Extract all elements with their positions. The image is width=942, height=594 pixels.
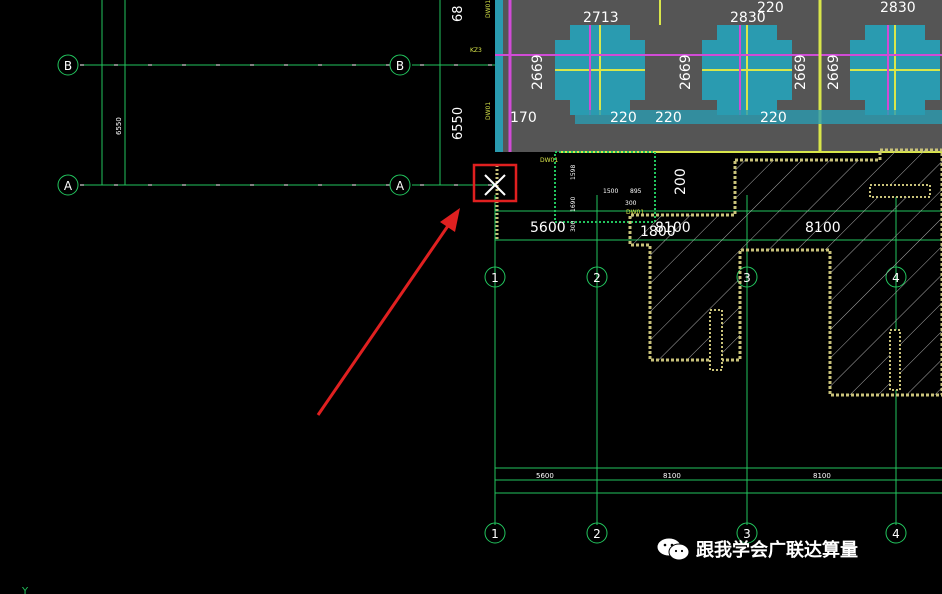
axis-circle-1-top [484,266,506,288]
watermark-text: 跟我学会广联达算量 [696,540,858,561]
pit-dim-h: 300 [570,220,577,232]
axis-circle-2-top [586,266,608,288]
pit-dims: 1500 895 300 1598 1690 300 [570,165,642,232]
axis-circle-1-bottom [484,522,506,544]
col1-right: 2669 [678,54,694,90]
bottom-dim-3-4: 8100 [813,472,831,480]
axis-label-a-right: A [396,179,405,193]
pit-dim-f: 300 [625,200,637,207]
dw-label-1: DW01 [540,157,558,164]
column-dims: 2713 2830 2830 220 220 220 170 220 2669 … [510,0,916,126]
axis-label-a-left: A [64,179,73,193]
dim-top-cut: 68 [451,5,466,22]
axis-circle-a-right [389,174,411,196]
watermark: 跟我学会广联达算量 [656,536,858,562]
beams [495,0,942,240]
dw-label-2: DW01 [626,209,644,216]
main-dims: 5600 8100 8100 1800 200 [530,168,841,240]
ucs-marker: Y [21,586,29,594]
center-dash [80,64,495,186]
bottom-dim-2-3: 8100 [663,472,681,480]
column-3 [850,25,940,115]
axis-label-3-bottom: 3 [743,527,751,541]
col1-top: 2713 [583,10,619,26]
axis-circle-2-bottom [586,522,608,544]
col1-b1: 170 [510,110,537,126]
wechat-icon [656,536,690,562]
dim-left-small-6550: 6550 [115,117,123,135]
column-1 [555,25,645,115]
axis-label-1-top: 1 [491,271,499,285]
dim-small-b: 1800 [640,224,676,240]
cross-marker[interactable] [484,174,506,196]
axis-label-b-right: B [396,59,404,73]
dim-small-a: 200 [673,168,689,195]
pit-dim-e: 895 [630,188,642,195]
kz-label: KZ3 [470,47,482,54]
col1-b2: 220 [610,110,637,126]
top-dim-1: 220 [757,0,784,16]
dim-2-3: 8100 [655,220,691,236]
pit-dim-g: 1690 [570,197,577,212]
axis-label-4-bottom: 4 [892,527,900,541]
axis-circle-b-right [389,54,411,76]
axis-label-b-left: B [64,59,72,73]
col2-b2: 220 [760,110,787,126]
pit-dim-c: 1500 [603,188,618,195]
dim-1-2: 5600 [530,220,566,236]
highlight-box [472,163,518,203]
col2-b1: 220 [655,110,682,126]
axis-label-1-bottom: 1 [491,527,499,541]
hatched-walls [628,148,942,397]
bottom-dims: 5600 8100 8100 [536,472,831,480]
axis-label-3-top: 3 [743,271,751,285]
dw-label-4: DW01 [485,0,492,18]
column-group [555,25,940,115]
pit-dim-d: 1598 [570,165,577,180]
col3-left: 2669 [826,54,842,90]
column-2 [702,25,792,115]
bottom-dim-1-2: 5600 [536,472,554,480]
axis-circle-a-left [57,174,79,196]
axis-circle-b-left [57,54,79,76]
dim-3-4: 8100 [805,220,841,236]
dim-left-6550: 6550 [451,107,466,140]
axis-circle-4-bottom [885,522,907,544]
red-arrow [316,208,460,416]
col1-left: 2669 [530,54,546,90]
small-labels: DW01 DW01 DW01 DW01 KZ3 [470,0,644,216]
axis-label-2-bottom: 2 [593,527,601,541]
dw-label-3: DW01 [485,102,492,120]
axis-label-2-top: 2 [593,271,601,285]
col2-top: 2830 [730,10,766,26]
pit-outline [554,151,656,223]
axis-circle-3-bottom [736,522,758,544]
col3-top: 2830 [880,0,916,16]
col2-right: 2669 [793,54,809,90]
